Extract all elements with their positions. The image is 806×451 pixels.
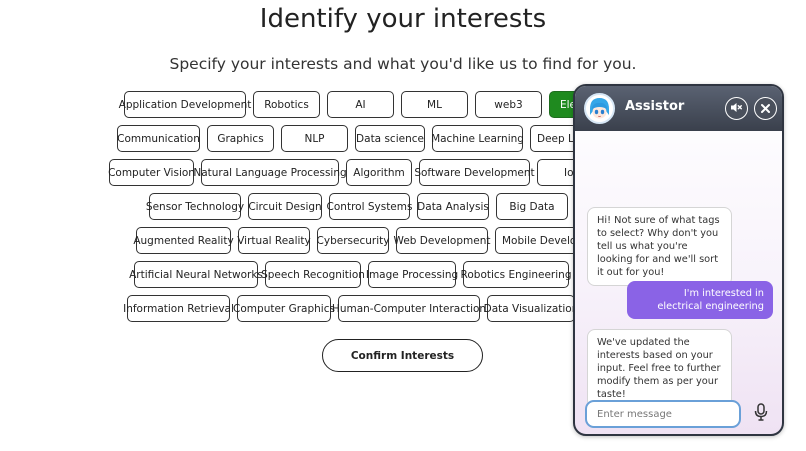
tag-algorithm[interactable]: Algorithm	[346, 159, 412, 186]
tag-big-data[interactable]: Big Data	[496, 193, 568, 220]
tag-mobile-development[interactable]: Mobile Developm	[495, 227, 593, 254]
microphone-button[interactable]	[750, 402, 772, 426]
confirm-interests-button[interactable]: Confirm Interests	[322, 339, 483, 372]
tag-speech-recognition[interactable]: Speech Recognition	[261, 261, 365, 288]
tag-virtual-reality[interactable]: Virtual Reality	[237, 227, 311, 254]
chat-header: Assistor	[575, 86, 782, 131]
tag-human-computer-interaction[interactable]: Human-Computer Interaction	[332, 295, 486, 322]
tag-row-5: Augmented Reality Virtual Reality Cybers…	[133, 227, 593, 254]
tag-robotics[interactable]: Robotics	[253, 91, 320, 118]
chat-message-user: I'm interested in electrical engineering	[627, 281, 773, 319]
tag-web3[interactable]: web3	[475, 91, 542, 118]
tag-communication[interactable]: Communication	[117, 125, 200, 152]
tag-information-retrieval[interactable]: Information Retrieval	[123, 295, 234, 322]
page-title: Identify your interests	[259, 4, 547, 34]
tag-ai[interactable]: AI	[327, 91, 394, 118]
tag-data-visualization[interactable]: Data Visualization	[484, 295, 578, 322]
tag-row-1: Application Development Robotics AI ML w…	[119, 91, 599, 118]
tag-data-science[interactable]: Data science	[355, 125, 425, 152]
tag-image-processing[interactable]: Image Processing	[366, 261, 458, 288]
mute-button[interactable]	[725, 97, 748, 120]
tag-ml[interactable]: ML	[401, 91, 468, 118]
tag-data-analysis[interactable]: Data Analysis	[417, 193, 489, 220]
tag-cybersecurity[interactable]: Cybersecurity	[317, 227, 389, 254]
tag-row-4: Sensor Technology Circuit Design Control…	[146, 193, 585, 220]
chat-message-bot: Hi! Not sure of what tags to select? Why…	[587, 207, 732, 286]
chat-title: Assistor	[625, 99, 685, 114]
close-icon	[760, 99, 771, 118]
chat-message-bot: We've updated the interests based on you…	[587, 329, 732, 408]
tag-circuit-design[interactable]: Circuit Design	[248, 193, 322, 220]
microphone-icon	[754, 403, 768, 425]
tag-graphics[interactable]: Graphics	[207, 125, 274, 152]
speaker-mute-icon	[730, 99, 743, 118]
assistant-avatar	[584, 93, 615, 124]
tag-computer-vision[interactable]: Computer Vision	[108, 159, 195, 186]
message-input[interactable]: Enter message	[585, 400, 741, 428]
tag-machine-learning[interactable]: Machine Learning	[431, 125, 524, 152]
close-button[interactable]	[754, 97, 777, 120]
tag-robotics-engineering[interactable]: Robotics Engineering	[461, 261, 571, 288]
tag-augmented-reality[interactable]: Augmented Reality	[133, 227, 234, 254]
tag-sensor-technology[interactable]: Sensor Technology	[146, 193, 244, 220]
tag-application-development[interactable]: Application Development	[119, 91, 251, 118]
tag-row-2: Communication Graphics NLP Data science …	[117, 125, 597, 152]
tag-computer-graphics[interactable]: Computer Graphics	[233, 295, 335, 322]
tag-natural-language-processing[interactable]: Natural Language Processing	[193, 159, 347, 186]
tag-row-6: Artificial Neural Networks Speech Recogn…	[129, 261, 571, 288]
tag-software-development[interactable]: Software Development	[414, 159, 535, 186]
chat-widget: Assistor Hi! Not sure of what tags to se…	[573, 84, 784, 436]
tag-row-7: Information Retrieval Computer Graphics …	[123, 295, 578, 322]
tag-web-development[interactable]: Web Development	[394, 227, 490, 254]
tag-artificial-neural-networks[interactable]: Artificial Neural Networks	[129, 261, 263, 288]
page-subtitle: Specify your interests and what you'd li…	[169, 55, 637, 73]
tag-control-systems[interactable]: Control Systems	[327, 193, 412, 220]
tag-nlp[interactable]: NLP	[281, 125, 348, 152]
tag-row-3: Computer Vision Natural Language Process…	[108, 159, 582, 186]
